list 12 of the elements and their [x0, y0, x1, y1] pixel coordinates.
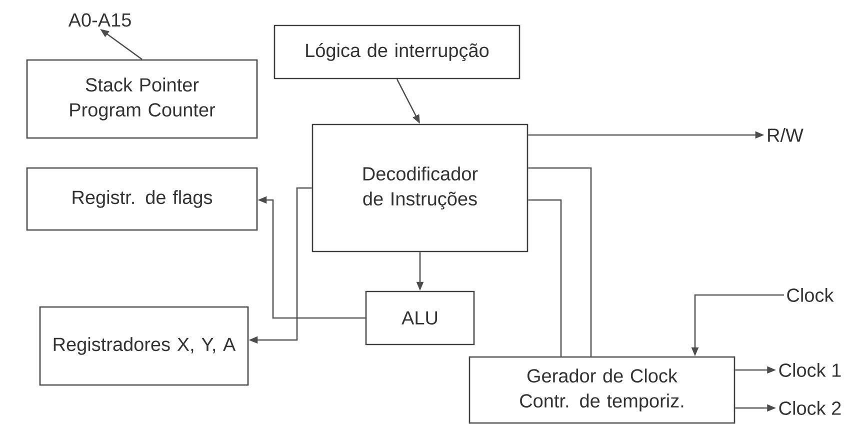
process-box: Registradores X, Y, A: [39, 306, 249, 386]
signal-label: Clock: [787, 288, 834, 302]
process-box: Decodificador de Instruções: [312, 124, 528, 252]
signal-label: A0-A15: [68, 13, 131, 27]
process-box: Gerador de Clock Contr. de temporiz.: [468, 356, 736, 424]
process-box: ALU: [365, 290, 475, 346]
process-box: Lógica de interrupção: [274, 24, 520, 80]
signal-label: Clock 2: [779, 401, 841, 415]
signal-label: Clock 1: [779, 363, 841, 377]
process-box: Registr. de flags: [26, 167, 258, 231]
process-box: Stack Pointer Program Counter: [26, 59, 258, 139]
signal-label: R/W: [768, 128, 804, 142]
